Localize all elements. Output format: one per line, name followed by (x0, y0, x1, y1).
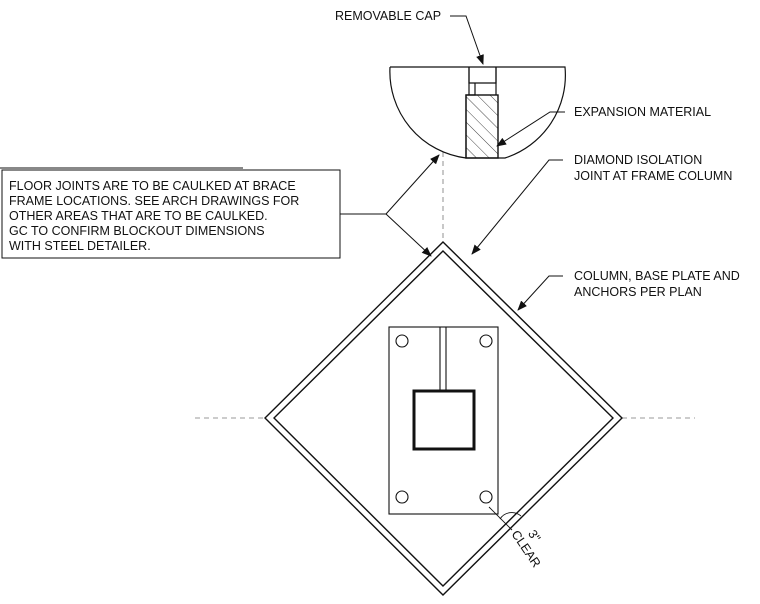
leaders (340, 15, 565, 311)
diamond-outer (264, 241, 623, 596)
anchor-bolt-top-right (479, 334, 493, 348)
base-plate-outline (388, 326, 499, 515)
leader-diamond-isolation (471, 159, 563, 255)
leader-expansion-material (496, 111, 565, 147)
label-expansion-material: EXPANSION MATERIAL (574, 105, 711, 119)
diamond-isolation-joint (264, 241, 623, 596)
centerlines (195, 152, 695, 419)
anchor-bolt-top-left (395, 334, 409, 348)
general-note: FLOOR JOINTS ARE TO BE CAULKED AT BRACE … (0, 167, 341, 259)
note-line: FRAME LOCATIONS. SEE ARCH DRAWINGS FOR (9, 194, 299, 208)
note-line: FLOOR JOINTS ARE TO BE CAULKED AT BRACE (9, 179, 296, 193)
label-diamond-isolation-line1: DIAMOND ISOLATION (574, 153, 702, 167)
label-column-base-plate-line2: ANCHORS PER PLAN (574, 285, 702, 299)
clear-dimension-text: 3" CLEAR (509, 527, 544, 570)
column-section (412, 389, 476, 451)
cap-section-detail (389, 66, 566, 159)
callout-labels: REMOVABLE CAP EXPANSION MATERIAL DIAMOND… (335, 9, 740, 570)
label-removable-cap: REMOVABLE CAP (335, 9, 441, 23)
diamond-inner (273, 250, 614, 587)
base-plate (388, 326, 499, 515)
label-column-base-plate-line1: COLUMN, BASE PLATE AND (574, 269, 740, 283)
anchor-bolt-bottom-right (479, 490, 493, 504)
leader-column-base-plate (517, 275, 563, 311)
anchor-bolt-bottom-left (395, 490, 409, 504)
note-leader-to-cap (385, 154, 440, 215)
label-diamond-isolation-line2: JOINT AT FRAME COLUMN (574, 169, 732, 183)
expansion-material (465, 94, 499, 159)
clear-dimension (488, 506, 522, 531)
note-leader-to-diamond (385, 213, 432, 257)
note-line: WITH STEEL DETAILER. (9, 239, 151, 253)
note-line: OTHER AREAS THAT ARE TO BE CAULKED. (9, 209, 268, 223)
note-box (1, 169, 341, 259)
clear-dimension-arc (499, 512, 522, 520)
leader-removable-cap (450, 15, 484, 65)
note-line: GC TO CONFIRM BLOCKOUT DIMENSIONS (9, 224, 265, 238)
